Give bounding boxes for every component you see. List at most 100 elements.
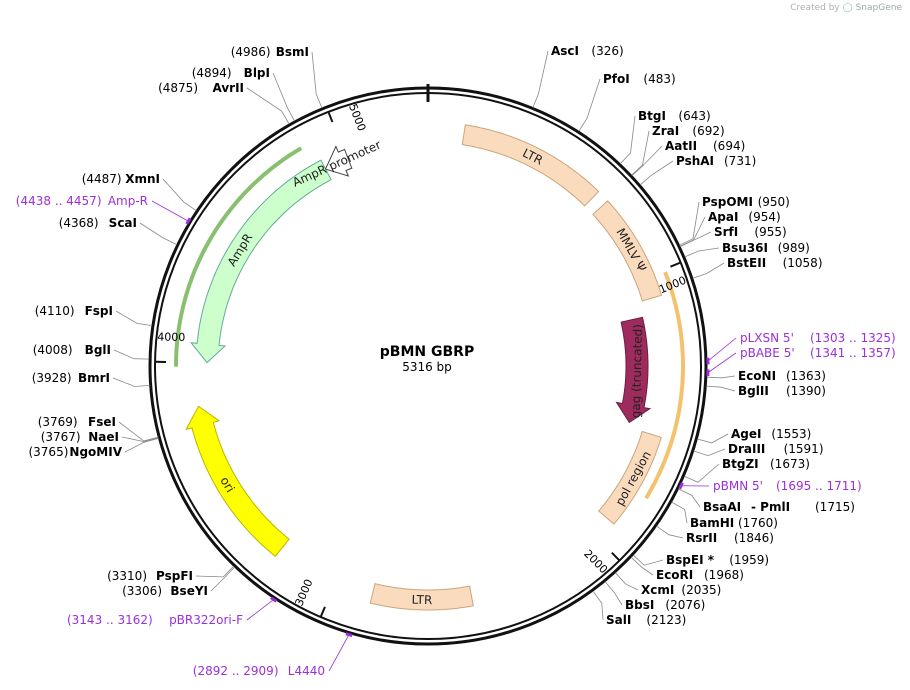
site-layer: AscI(326)PfoI(483)BtgI(643)ZraI(692)AatI… [28, 44, 854, 627]
site-name: EcoRI [656, 568, 693, 582]
site-pshai: PshAI(731) [676, 154, 756, 168]
site-name: NgoMIV [69, 445, 122, 459]
site-ecori: EcoRI(1968) [656, 568, 744, 582]
primer-layer: pLXSN 5'(1303 .. 1325)pBABE 5'(1341 .. 1… [16, 194, 896, 678]
site-name: DraIII [728, 442, 765, 456]
site-position: (1553) [771, 427, 811, 441]
tick-mark [611, 551, 621, 562]
site-leader [679, 201, 700, 246]
primer-position: (1303 .. 1325) [810, 331, 896, 345]
backbone [148, 84, 708, 646]
site-position: (1715) [815, 500, 855, 514]
site-leader [311, 51, 323, 109]
feature-3 [615, 316, 652, 424]
site-name: PspFI [156, 569, 193, 583]
site-leader [671, 501, 688, 524]
primer-leader [328, 634, 350, 672]
site-position: (1363) [786, 369, 826, 383]
primer-3: pBMN 5'(1695 .. 1711) [713, 479, 862, 493]
site-bamhi: BamHI(1760) [690, 516, 778, 530]
site-name: BtgI [638, 109, 666, 123]
feature-4 [597, 430, 662, 525]
site-position: (1959) [729, 553, 769, 567]
site-name: PfoI [603, 72, 630, 86]
site-name: AgeI [731, 427, 761, 441]
tick-mark [327, 111, 334, 123]
site-leader [578, 78, 601, 132]
site-position: (3928) [32, 371, 72, 385]
site-leader [684, 247, 720, 258]
site-btgzi: BtgZI(1673) [722, 457, 810, 471]
site-position: (4368) [59, 216, 99, 230]
site-aatii: AatII (694) [665, 139, 745, 153]
site-xcmi: XcmI(2035) [641, 583, 721, 597]
site-position: (1058) [783, 256, 823, 270]
tick-mark [670, 261, 681, 268]
site-leader [113, 349, 150, 360]
site-position: (326) [591, 44, 623, 58]
site-econi: EcoNI(1363) [738, 369, 826, 383]
site-name: BsaAI [703, 500, 741, 514]
site-position: (954) [748, 210, 780, 224]
site-leader [532, 50, 549, 108]
site-position: (3765) [28, 445, 68, 459]
snapgene-credit: Created by ◯ SnapGene [790, 3, 902, 13]
site-asci: AscI(326) [551, 44, 624, 58]
primer-name: pLXSN 5' [740, 331, 794, 345]
site-leader [680, 231, 712, 247]
site-position: (3310) [107, 569, 147, 583]
primer-position: (2892 .. 2909) [193, 664, 279, 678]
site-name: ScaI [109, 216, 137, 230]
site-leader [121, 436, 159, 443]
site-name: BspEI * [666, 553, 715, 567]
site-position: (2035) [681, 583, 721, 597]
site-position: (955) [754, 225, 786, 239]
site-name: BsmI [276, 45, 309, 59]
primer-name: Amp-R [108, 194, 148, 208]
site-leader [678, 488, 701, 508]
tick-label: 4000 [157, 331, 185, 344]
site-leader [631, 130, 650, 176]
primer-mark [185, 217, 192, 225]
site-name: BtgZI [722, 457, 759, 471]
site-scai: ScaI (4368) [59, 216, 137, 230]
site-position: (989) [778, 241, 810, 255]
primer-position: (1341 .. 1357) [810, 346, 896, 360]
site-leader [162, 178, 197, 211]
site-leader [615, 572, 639, 591]
site-name: PspOMI [702, 195, 753, 209]
gag-pol-accent-arc [644, 271, 685, 500]
site-leader [619, 115, 636, 165]
site-position: (483) [643, 72, 675, 86]
ampr-accent-arc [174, 146, 303, 367]
site-leader [139, 222, 177, 245]
tick-mark [319, 606, 326, 618]
site-name: ZraI [652, 124, 679, 138]
primer-4: pBR322ori-F(3143 .. 3162) [67, 613, 243, 627]
feature-2 [592, 200, 663, 302]
site-position: (3306) [122, 584, 162, 598]
site-bsaai: BsaAI- PmlI(1715) [703, 500, 855, 514]
site-leader [115, 310, 152, 326]
site-bseyi: BseYI(3306) [122, 584, 208, 598]
credit-prefix: Created by [790, 3, 840, 13]
site-leader [195, 565, 234, 578]
site-fspi: FspI(4110) [35, 304, 113, 318]
site-srfi: SrfI(955) [714, 225, 787, 239]
site-naei: NaeI(3767) [41, 430, 119, 444]
plasmid-size: 5316 bp [402, 360, 452, 374]
site-ngomiv: NgoMIV(3765) [28, 445, 122, 459]
site-leader [631, 145, 663, 176]
site-pspfi: PspFI (3310) [107, 569, 193, 583]
site-name: BglII [738, 384, 769, 398]
site-name: AatII [665, 139, 697, 153]
site-position: (694) [713, 139, 745, 153]
primer-1: pLXSN 5' (1303 .. 1325) [740, 331, 896, 345]
feature-label: gag (truncated) [629, 324, 645, 419]
site-position: (2123) [646, 613, 686, 627]
site-position: (2076) [665, 598, 705, 612]
site-position: (1760) [738, 516, 778, 530]
site-name: AvrII [212, 81, 244, 95]
feature-7 [189, 159, 332, 364]
primer-position: (4438 .. 4457) [16, 194, 102, 208]
